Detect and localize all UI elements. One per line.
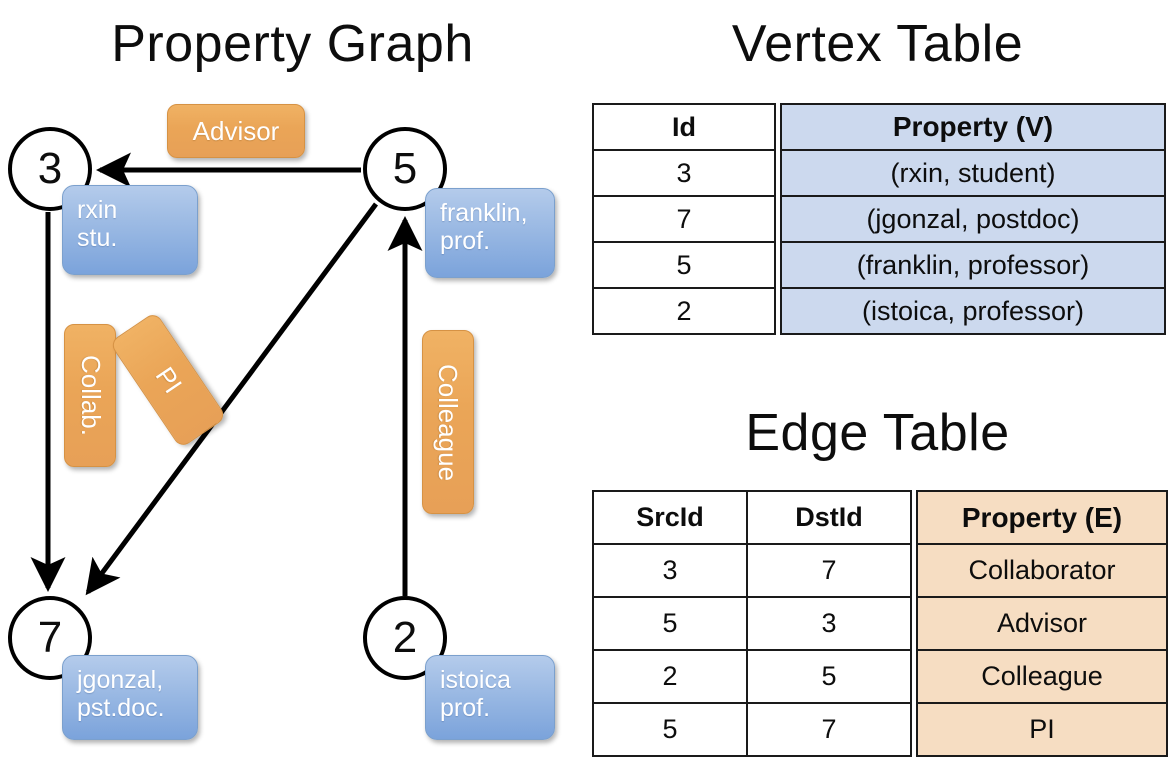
vertex-table-property-column: Property (V) (rxin, student) (jgonzal, p… [780, 103, 1166, 335]
edge-header-property: Property (E) [916, 490, 1168, 545]
table-header-row: Property (V) [780, 103, 1166, 151]
edge-header-dstid: DstId [746, 490, 912, 545]
vertex-property-franklin-line2: prof. [440, 227, 491, 255]
table-row[interactable]: 2 [592, 287, 776, 335]
table-row[interactable]: Advisor [916, 596, 1168, 651]
edge-table: SrcId 3 5 2 5 DstId 7 3 5 7 Property (E)… [592, 490, 1168, 757]
edge-label-collab[interactable]: Collab. [64, 324, 116, 467]
table-header-row: DstId [746, 490, 912, 545]
vertex-header-id: Id [592, 103, 776, 151]
table-header-row: Property (E) [916, 490, 1168, 545]
edge-cell-property: Collaborator [916, 543, 1168, 598]
table-row[interactable]: 3 [592, 149, 776, 197]
graph-node-5-label: 5 [392, 144, 418, 193]
edge-cell-dstid: 7 [746, 543, 912, 598]
table-header-row: Id [592, 103, 776, 151]
table-row[interactable]: (rxin, student) [780, 149, 1166, 197]
edge-cell-property: PI [916, 702, 1168, 757]
graph-node-2[interactable]: 2 [363, 596, 447, 680]
table-row[interactable]: (franklin, professor) [780, 241, 1166, 289]
graph-node-7-label: 7 [37, 613, 63, 662]
table-row[interactable]: (istoica, professor) [780, 287, 1166, 335]
table-row[interactable]: 5 [592, 596, 748, 651]
edge-header-srcid: SrcId [592, 490, 748, 545]
vertex-cell-id: 2 [592, 287, 776, 335]
table-row[interactable]: 7 [746, 702, 912, 757]
table-row[interactable]: 5 [746, 649, 912, 704]
vertex-property-box-franklin[interactable]: franklin, prof. [425, 188, 555, 278]
table-row[interactable]: 3 [746, 596, 912, 651]
vertex-property-box-istoica[interactable]: istoica prof. [425, 655, 555, 740]
vertex-property-jgonzal-line1: jgonzal, [77, 666, 164, 694]
vertex-property-istoica-line1: istoica [440, 666, 511, 694]
vertex-property-rxin-line1: rxin [77, 196, 118, 224]
vertex-property-box-rxin[interactable]: rxin stu. [62, 185, 198, 275]
table-row[interactable]: 3 [592, 543, 748, 598]
vertex-cell-id: 3 [592, 149, 776, 197]
table-row[interactable]: Colleague [916, 649, 1168, 704]
vertex-cell-property: (jgonzal, postdoc) [780, 195, 1166, 243]
edge-pi-5-to-7 [85, 202, 379, 596]
edge-cell-dstid: 5 [746, 649, 912, 704]
edge-label-collab-text: Collab. [75, 355, 106, 436]
vertex-property-istoica-line2: prof. [440, 694, 491, 722]
vertex-cell-property: (istoica, professor) [780, 287, 1166, 335]
edge-cell-srcid: 3 [592, 543, 748, 598]
table-row[interactable]: 2 [592, 649, 748, 704]
vertex-property-jgonzal-line2: pst.doc. [77, 694, 165, 722]
edge-label-advisor[interactable]: Advisor [167, 104, 305, 158]
vertex-table: Id 3 7 5 2 Property (V) (rxin, student) … [592, 103, 1166, 335]
page-title-property-graph: Property Graph [111, 15, 474, 73]
table-row[interactable]: 7 [746, 543, 912, 598]
table-row[interactable]: Collaborator [916, 543, 1168, 598]
vertex-property-box-jgonzal[interactable]: jgonzal, pst.doc. [62, 655, 198, 740]
vertex-header-property: Property (V) [780, 103, 1166, 151]
graph-node-5[interactable]: 5 [363, 127, 447, 211]
table-row[interactable]: 5 [592, 702, 748, 757]
edge-cell-srcid: 5 [592, 596, 748, 651]
vertex-cell-property: (rxin, student) [780, 149, 1166, 197]
vertex-cell-id: 5 [592, 241, 776, 289]
table-row[interactable]: PI [916, 702, 1168, 757]
vertex-cell-id: 7 [592, 195, 776, 243]
graph-node-3-label: 3 [37, 144, 63, 193]
table-row[interactable]: 5 [592, 241, 776, 289]
edge-cell-property: Colleague [916, 649, 1168, 704]
edge-table-property-column: Property (E) Collaborator Advisor Collea… [916, 490, 1168, 757]
edge-cell-dstid: 7 [746, 702, 912, 757]
edge-label-advisor-text: Advisor [192, 115, 280, 146]
edge-table-srcid-column: SrcId 3 5 2 5 [592, 490, 748, 757]
table-row[interactable]: 7 [592, 195, 776, 243]
page-title-edge-table: Edge Table [745, 404, 1010, 462]
vertex-table-id-column: Id 3 7 5 2 [592, 103, 776, 335]
edge-label-colleague-text: Colleague [433, 363, 464, 481]
edge-cell-property: Advisor [916, 596, 1168, 651]
vertex-cell-property: (franklin, professor) [780, 241, 1166, 289]
edge-label-pi-text: PI [149, 361, 188, 399]
page-title-vertex-table: Vertex Table [731, 15, 1024, 73]
edge-cell-dstid: 3 [746, 596, 912, 651]
edge-label-colleague[interactable]: Colleague [422, 330, 474, 514]
vertex-property-franklin-line1: franklin, [440, 199, 528, 227]
graph-edges-canvas [30, 152, 423, 596]
edge-table-dstid-column: DstId 7 3 5 7 [746, 490, 912, 757]
table-row[interactable]: (jgonzal, postdoc) [780, 195, 1166, 243]
vertex-property-rxin-line2: stu. [77, 224, 118, 252]
edge-cell-srcid: 5 [592, 702, 748, 757]
table-header-row: SrcId [592, 490, 748, 545]
edge-cell-srcid: 2 [592, 649, 748, 704]
graph-node-2-label: 2 [392, 613, 418, 662]
